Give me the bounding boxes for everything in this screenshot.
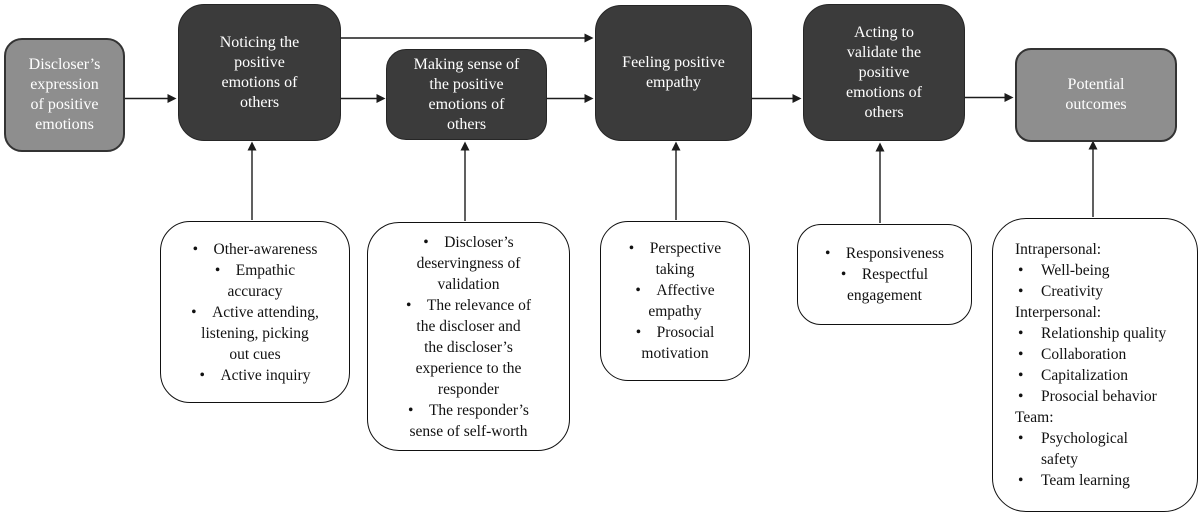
bullet-item: Team learning (1015, 470, 1191, 491)
flow-box-label: Acting to validate the positive emotions… (846, 23, 922, 121)
bullet-item: Responsiveness (825, 243, 944, 264)
detail-box-feeling-antecedents: Perspective taking Affective empathy Pro… (600, 221, 750, 381)
detail-box-potential-outcomes-list: Intrapersonal: Well-being Creativity Int… (992, 218, 1198, 512)
bullet-item: Prosocial motivation (636, 322, 714, 364)
detail-box-noticing-antecedents: Other-awareness Empathic accuracy Active… (160, 221, 350, 403)
detail-box-acting-antecedents: Responsiveness Respectful engagement (797, 224, 972, 325)
flow-box-discloser-expression: Discloser’s expression of positive emoti… (4, 38, 125, 152)
bullet-item: Other-awareness (193, 239, 318, 260)
flow-box-label: Potential outcomes (1065, 76, 1127, 113)
bullet-item: Affective empathy (635, 280, 714, 322)
bullet-item: Psychological safety (1015, 428, 1191, 470)
bullet-item: The responder’s sense of self-worth (408, 400, 529, 442)
bullet-item: Active inquiry (200, 365, 310, 386)
flow-box-acting-to-validate: Acting to validate the positive emotions… (803, 4, 965, 141)
bullet-item: Relationship quality (1015, 323, 1191, 344)
flow-box-label: Noticing the positive emotions of others (219, 33, 300, 111)
detail-box-making-sense-antecedents: Discloser’s deservingness of validation … (367, 222, 570, 451)
outcome-heading: Team: (1015, 409, 1054, 426)
bullet-item: Active attending, listening, picking out… (191, 302, 319, 365)
bullet-item: Perspective taking (629, 238, 721, 280)
flow-box-label: Making sense of the positive emotions of… (413, 55, 520, 133)
outcome-heading: Intrapersonal: (1015, 241, 1102, 258)
bullet-item: Prosocial behavior (1015, 386, 1191, 407)
bullet-item: Respectful engagement (841, 264, 928, 306)
bullet-item: Capitalization (1015, 365, 1191, 386)
flow-box-label: Discloser’s expression of positive emoti… (28, 56, 101, 133)
bullet-item: Discloser’s deservingness of validation (417, 232, 521, 295)
flow-box-making-sense: Making sense of the positive emotions of… (386, 49, 547, 140)
flow-box-label: Feeling positive empathy (622, 54, 725, 91)
bullet-item: Empathic accuracy (215, 260, 295, 302)
bullet-item: Collaboration (1015, 344, 1191, 365)
bullet-item: Well-being (1015, 260, 1191, 281)
bullet-item: The relevance of the discloser and the d… (406, 295, 531, 400)
flow-box-potential-outcomes: Potential outcomes (1015, 48, 1177, 142)
flow-box-noticing: Noticing the positive emotions of others (178, 4, 341, 141)
bullet-item: Creativity (1015, 281, 1191, 302)
outcome-heading: Interpersonal: (1015, 304, 1102, 321)
flow-box-feeling-positive-empathy: Feeling positive empathy (595, 5, 752, 141)
